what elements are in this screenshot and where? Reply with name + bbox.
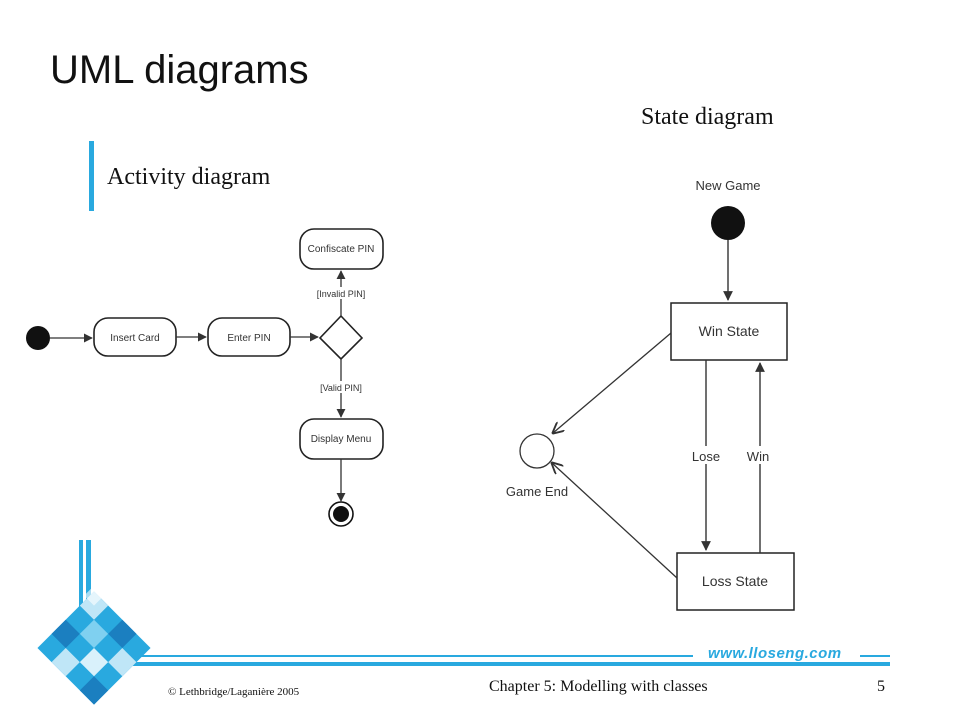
activity-node-confiscate-pin-label: Confiscate PIN [308,244,375,255]
state-loss: Loss State [676,552,795,611]
guard-valid-pin: [Valid PIN] [320,383,362,393]
guard-invalid-pin: [Invalid PIN] [317,289,366,299]
transition-win-label: Win [747,449,769,464]
state-win: Win State [670,302,788,361]
state-initial-label: New Game [695,178,760,193]
activity-node-display-menu: Display Menu [299,418,384,460]
activity-node-display-menu-label: Display Menu [311,434,372,445]
tiled-logo-graphic [37,585,151,705]
activity-initial-node [26,326,50,350]
activity-heading-accent-bar [89,141,94,211]
state-final-label: Game End [506,484,568,499]
state-win-label: Win State [699,323,760,339]
state-diagram-heading: State diagram [641,104,774,130]
activity-final-node [328,501,354,527]
copyright-notice: © Lethbridge/Laganière 2005 [168,686,300,698]
activity-diagram: Insert Card Enter PIN [Invalid PIN] Conf… [26,228,384,527]
activity-decision-node [318,314,364,361]
activity-node-insert-card: Insert Card [93,317,177,357]
page-number: 5 [877,678,885,695]
transition-loss-to-end [552,463,678,579]
transition-win-to-end [553,332,672,433]
state-initial-node [711,206,745,240]
activity-node-enter-pin-label: Enter PIN [227,333,270,344]
activity-diagram-heading: Activity diagram [107,164,271,190]
state-final-node [519,433,555,469]
state-diagram: New Game Win State Loss State Lose Win G… [506,178,795,611]
website-link[interactable]: www.lloseng.com [708,645,842,662]
activity-node-enter-pin: Enter PIN [207,317,291,357]
transition-lose-label: Lose [692,449,720,464]
chapter-title: Chapter 5: Modelling with classes [489,678,708,695]
state-loss-label: Loss State [702,573,768,589]
slide-title: UML diagrams [50,48,309,92]
activity-node-confiscate-pin: Confiscate PIN [299,228,384,270]
activity-node-insert-card-label: Insert Card [110,333,159,344]
